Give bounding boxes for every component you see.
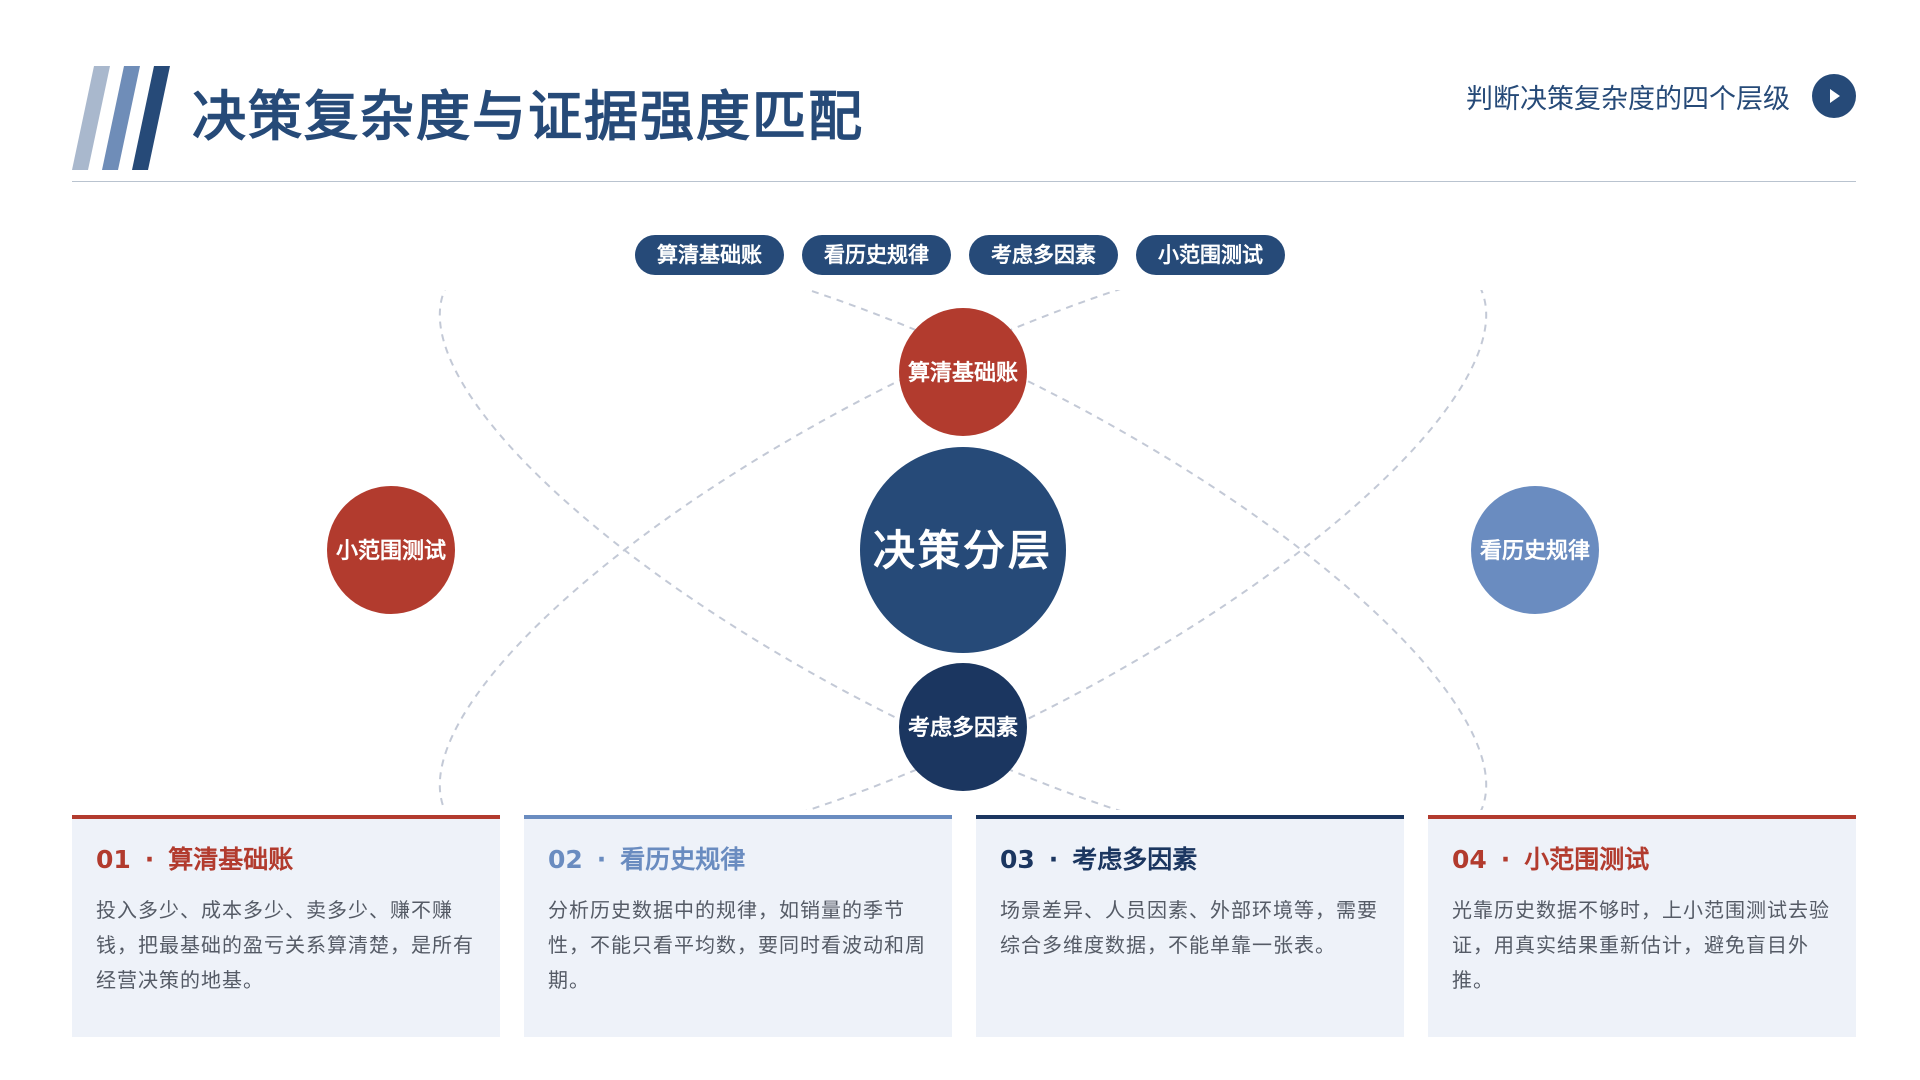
- tag-pill: 看历史规律: [802, 235, 951, 275]
- step-card: 04 · 小范围测试 光靠历史数据不够时，上小范围测试去验证，用真实结果重新估计，避…: [1428, 815, 1856, 1037]
- node-circle-right: [1471, 486, 1599, 614]
- node-label-right: 看历史规律: [1480, 538, 1590, 564]
- orbit-ellipse: [438, 290, 1488, 810]
- card-separator: ·: [144, 845, 155, 874]
- header: 决策复杂度与证据强度匹配 判断决策复杂度的四个层级: [0, 0, 1920, 200]
- card-separator: ·: [1048, 845, 1059, 874]
- node-circle-bottom: [899, 663, 1027, 791]
- card-title: 小范围测试: [1524, 845, 1650, 874]
- card-separator: ·: [1500, 845, 1511, 874]
- card-number: 04: [1452, 845, 1487, 874]
- page-title: 决策复杂度与证据强度匹配: [192, 85, 864, 148]
- card-heading: 03 · 考虑多因素: [1000, 843, 1380, 877]
- card-title: 考虑多因素: [1072, 845, 1198, 874]
- node-label-bottom: 考虑多因素: [908, 715, 1018, 741]
- card-heading: 04 · 小范围测试: [1452, 843, 1832, 877]
- tag-pill-row: 算清基础账 看历史规律 考虑多因素 小范围测试: [0, 235, 1920, 275]
- card-title: 看历史规律: [620, 845, 746, 874]
- play-icon: [1830, 89, 1840, 103]
- subtitle-group: 判断决策复杂度的四个层级: [1466, 72, 1856, 120]
- card-body: 场景差异、人员因素、外部环境等，需要综合多维度数据，不能单靠一张表。: [1000, 898, 1378, 957]
- center-node-label: 决策分层: [873, 526, 1053, 575]
- center-node: [860, 447, 1066, 653]
- node-label-left: 小范围测试: [336, 539, 446, 564]
- card-heading: 02 · 看历史规律: [548, 843, 928, 877]
- page-subtitle: 判断决策复杂度的四个层级: [1466, 83, 1790, 115]
- card-body: 投入多少、成本多少、卖多少、赚不赚钱，把最基础的盈亏关系算清楚，是所有经营决策的…: [96, 898, 474, 992]
- card-number: 03: [1000, 845, 1035, 874]
- title-slash-decoration: [72, 66, 170, 170]
- header-divider: [72, 181, 1856, 182]
- card-body: 分析历史数据中的规律，如销量的季节性，不能只看平均数，要同时看波动和周期。: [548, 898, 926, 992]
- card-number: 02: [548, 845, 583, 874]
- step-card: 03 · 考虑多因素 场景差异、人员因素、外部环境等，需要综合多维度数据，不能单靠一…: [976, 815, 1404, 1037]
- tag-pill: 考虑多因素: [969, 235, 1118, 275]
- step-card-row: 01 · 算清基础账 投入多少、成本多少、卖多少、赚不赚钱，把最基础的盈亏关系算清楚…: [72, 815, 1856, 1037]
- card-title: 算清基础账: [168, 845, 294, 874]
- card-number: 01: [96, 845, 131, 874]
- card-body: 光靠历史数据不够时，上小范围测试去验证，用真实结果重新估计，避免盲目外推。: [1452, 898, 1830, 992]
- step-card: 01 · 算清基础账 投入多少、成本多少、卖多少、赚不赚钱，把最基础的盈亏关系算清楚…: [72, 815, 500, 1037]
- play-button[interactable]: [1812, 74, 1856, 118]
- card-heading: 01 · 算清基础账: [96, 843, 476, 877]
- card-separator: ·: [596, 845, 607, 874]
- decision-layer-diagram: 决策分层 算清基础账 看历史规律 考虑多因素 小范围测试: [327, 290, 1599, 810]
- node-label-top: 算清基础账: [908, 360, 1018, 386]
- tag-pill: 算清基础账: [635, 235, 784, 275]
- node-circle-top: [899, 308, 1027, 436]
- node-circle-left: [327, 486, 455, 614]
- tag-pill: 小范围测试: [1136, 235, 1285, 275]
- orbit-ellipse: [438, 290, 1488, 810]
- step-card: 02 · 看历史规律 分析历史数据中的规律，如销量的季节性，不能只看平均数，要同时看…: [524, 815, 952, 1037]
